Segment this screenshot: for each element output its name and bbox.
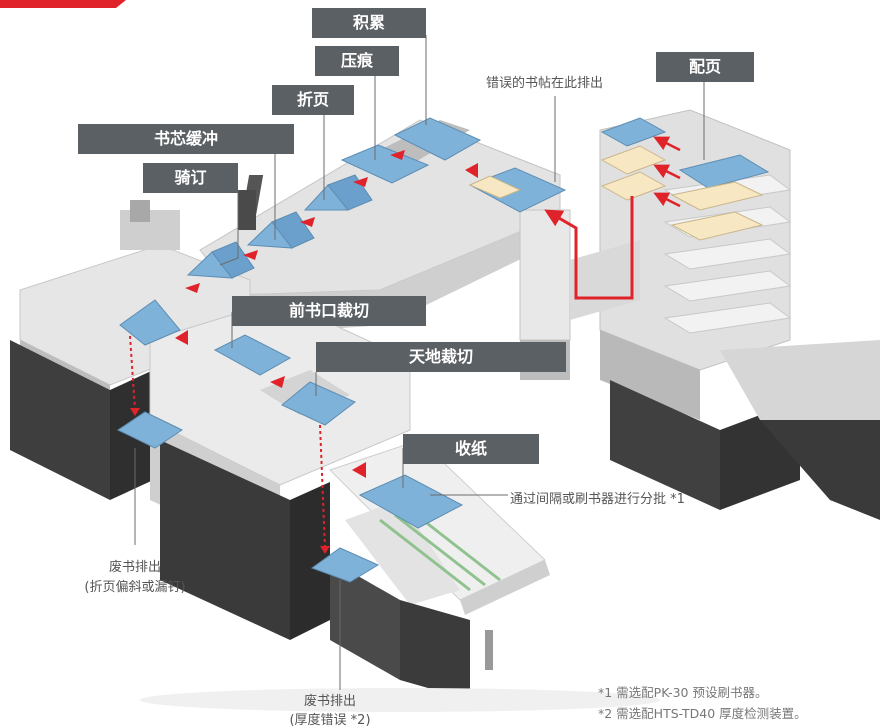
machine-body: [10, 109, 880, 712]
label-spine-buffer: 书芯缓冲: [78, 124, 294, 154]
waste-bottom-line1: 废书排出: [303, 694, 356, 709]
flow-arrows: [175, 150, 478, 478]
label-accumulate: 积累: [312, 8, 426, 38]
waste-bottom-line2: (厚度错误 *2): [289, 713, 371, 728]
sheets: [116, 117, 770, 583]
error-sheets-note: 错误的书帖在此排出: [486, 76, 604, 91]
label-stitch: 骑订: [143, 163, 238, 193]
sheet-crease: [340, 144, 430, 184]
sheet-front-trim: [213, 334, 292, 376]
label-top-bottom-trim: 天地裁切: [316, 342, 566, 372]
sheet-opened: [119, 299, 181, 346]
batch-note: 通过间隔或刷书器进行分批 *1: [510, 492, 685, 507]
waste-left-line2: (折页偏斜或漏钉): [84, 580, 186, 595]
sheet-top-bottom-trim: [281, 381, 356, 426]
sheet-waste-bottom: [310, 547, 380, 583]
sheet-accumulate: [393, 117, 482, 161]
label-crease: 压痕: [315, 46, 399, 76]
sheet-fold: [303, 174, 373, 211]
footnote-2: *2 需选配HTS-TD40 厚度检测装置。: [598, 706, 807, 721]
sheet-stack: [358, 474, 464, 529]
label-collate: 配页: [656, 52, 754, 82]
drop-paths: [129, 335, 326, 549]
corner-tab: [0, 0, 126, 8]
label-front-trim: 前书口裁切: [232, 296, 426, 326]
sheet-waste-left: [116, 411, 184, 449]
label-stack: 收纸: [403, 434, 539, 464]
collate-stack: [670, 154, 770, 241]
collator-arrows: [653, 136, 681, 208]
footnote-1: *1 需选配PK-30 预设刷书器。: [598, 685, 768, 700]
sheet-spine-buffer: [246, 211, 315, 249]
leader-lines: [134, 35, 705, 690]
label-fold: 折页: [272, 85, 354, 115]
waste-left-line1: 废书排出: [108, 560, 161, 575]
collator-sheets-left: [600, 117, 667, 201]
feed-path-arrow: [544, 196, 634, 300]
